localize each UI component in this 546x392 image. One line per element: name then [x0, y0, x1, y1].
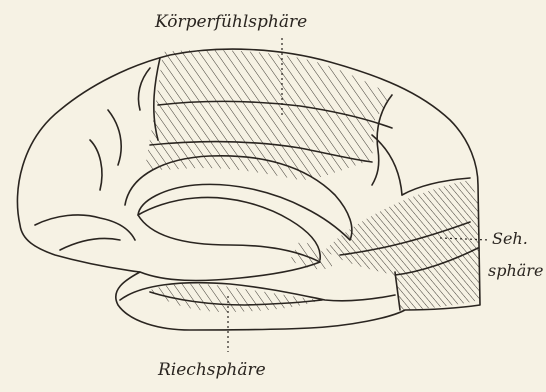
label-sphaere-right: sphäre [488, 261, 543, 280]
sulcus-right-2 [372, 135, 402, 195]
frontal-gyrus-1 [35, 215, 135, 240]
label-riechsphaere: Riechsphäre [157, 360, 266, 380]
frontal-gyrus-3 [90, 140, 102, 190]
sehsphaere-region [325, 180, 480, 310]
label-seh: Seh. [492, 229, 528, 248]
label-koerperfuehlsphaere: Körperfühlsphäre [154, 12, 307, 32]
frontal-gyrus-4 [108, 110, 121, 165]
sulcus-frontal [138, 68, 150, 110]
inner-lower-contour [138, 215, 320, 280]
frontal-gyrus-2 [60, 238, 120, 250]
